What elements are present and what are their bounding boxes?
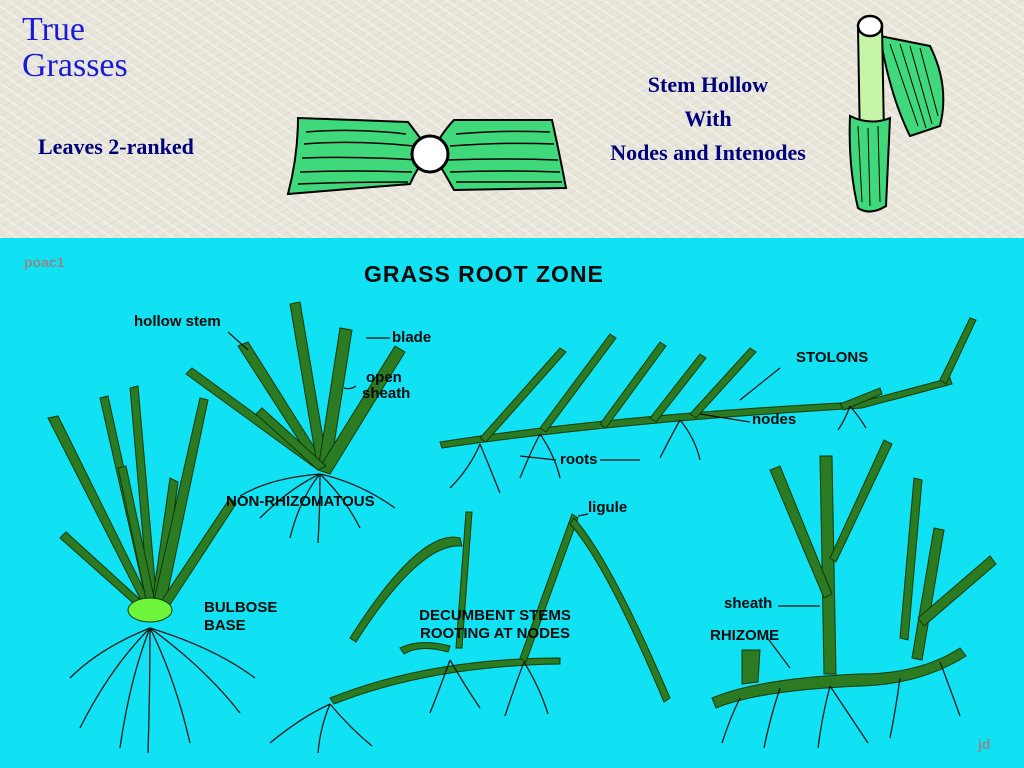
label-rhizome: RHIZOME	[710, 627, 780, 644]
hollow-stem-illustration	[848, 14, 945, 213]
diagram-heading: GRASS ROOT ZONE	[364, 261, 604, 287]
top-panel: True Grasses Leaves 2-ranked Stem Hollow…	[0, 0, 1024, 238]
label-bulbose-base-2: BASE	[204, 617, 246, 634]
label-decumbent-2: ROOTING AT NODES	[420, 625, 570, 642]
stolon-roots	[449, 405, 867, 494]
decumbent-plant	[329, 511, 671, 705]
plant-drawings	[47, 301, 997, 754]
label-ligule: ligule	[588, 499, 628, 516]
bulbose-base-plant	[47, 385, 237, 623]
page-title: True Grasses	[22, 12, 128, 84]
non-rhizomatous-roots	[239, 473, 396, 544]
label-hollow-stem: hollow stem	[134, 313, 221, 330]
leader-lines	[227, 331, 820, 669]
decumbent-roots	[269, 659, 549, 754]
title-line-2: Grasses	[22, 47, 128, 84]
leaves-label: Leaves 2-ranked	[38, 134, 194, 159]
rhizome-plant	[711, 439, 997, 709]
stem-label-line-1: Stem Hollow	[647, 72, 769, 97]
label-open-sheath-2: sheath	[362, 385, 411, 402]
label-decumbent-1: DECUMBENT STEMS	[419, 607, 571, 624]
stem-label-line-3: Nodes and Intenodes	[610, 140, 806, 165]
non-rhizomatous-plant	[185, 301, 406, 475]
stem-label-line-2: With	[684, 106, 732, 131]
label-sheath: sheath	[724, 595, 773, 612]
two-ranked-leaf-illustration	[286, 116, 568, 196]
label-roots: roots	[560, 451, 598, 468]
label-non-rhizomatous: NON-RHIZOMATOUS	[226, 493, 375, 510]
label-bulbose-base-1: BULBOSE	[204, 599, 278, 616]
label-stolons: STOLONS	[796, 349, 869, 366]
title-line-1: True	[22, 11, 85, 48]
stem-label: Stem Hollow With Nodes and Intenodes	[578, 68, 838, 170]
label-blade: blade	[392, 329, 432, 346]
label-open-sheath-1: open	[366, 369, 402, 386]
diagram-signature: jd	[978, 736, 991, 752]
rhizome-roots	[721, 661, 961, 749]
stolon-plant	[439, 317, 977, 449]
label-nodes: nodes	[752, 411, 797, 428]
diagram-code: poac1	[24, 254, 65, 270]
grass-root-zone-diagram: poac1 GRASS ROOT ZONE hollow stem blade …	[0, 238, 1024, 768]
bulbose-roots	[69, 627, 256, 754]
